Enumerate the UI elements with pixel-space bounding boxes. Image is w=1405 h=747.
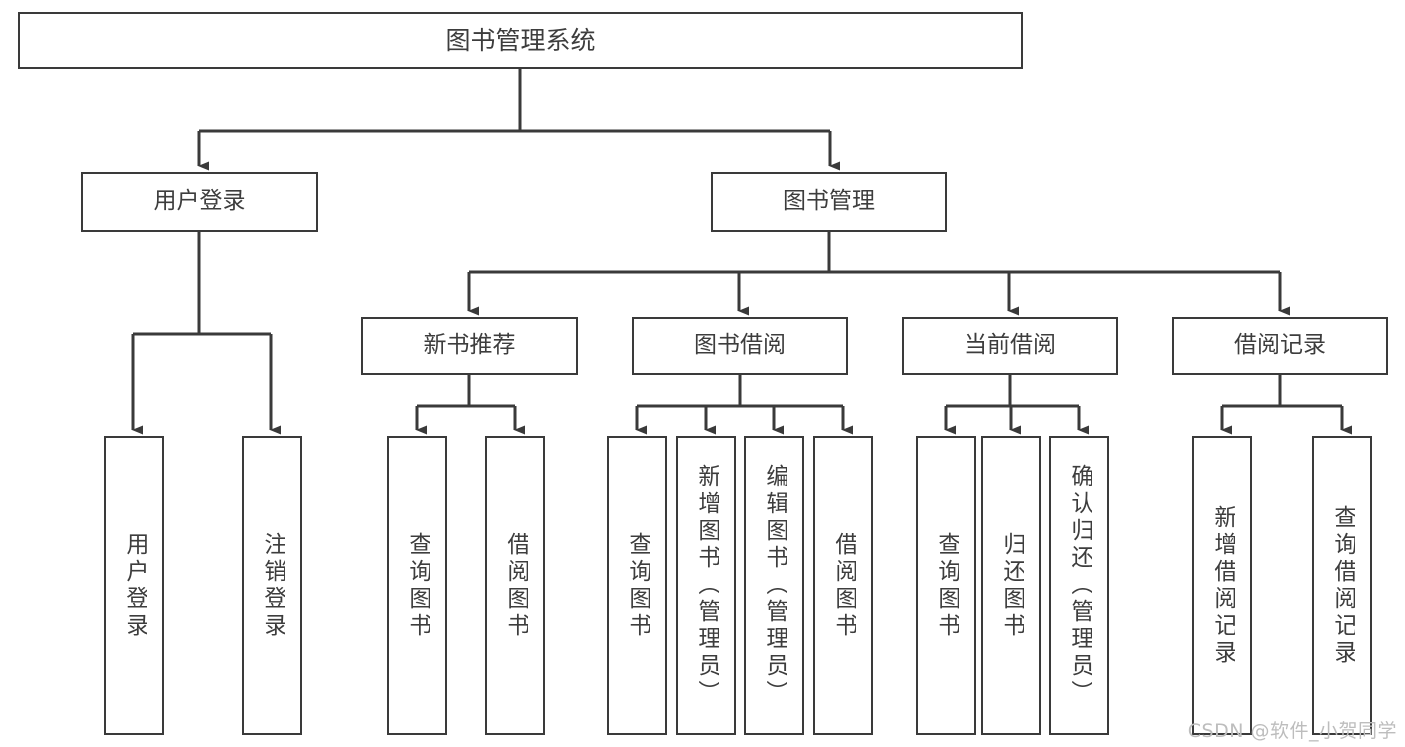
node-leaf-borrow-book-2-label: 借阅图书 [830,531,856,640]
node-borrow-record-label: 借阅记录 [1234,332,1326,359]
node-leaf-confirm-return[interactable]: 确认归还（管理员） [1049,436,1109,735]
node-current-borrow[interactable]: 当前借阅 [902,317,1118,375]
node-current-borrow-label: 当前借阅 [964,332,1056,359]
node-leaf-query-book-3-label: 查询图书 [933,531,959,640]
node-leaf-query-book-1-label: 查询图书 [404,531,430,640]
node-leaf-confirm-return-label: 确认归还（管理员） [1066,464,1092,707]
node-new-book-recommend[interactable]: 新书推荐 [361,317,578,375]
node-leaf-return-book-label: 归还图书 [998,531,1024,640]
node-leaf-query-book-1[interactable]: 查询图书 [387,436,447,735]
node-leaf-edit-book-label: 编辑图书（管理员） [761,464,787,707]
node-user-login[interactable]: 用户登录 [81,172,318,232]
node-leaf-query-book-3[interactable]: 查询图书 [916,436,976,735]
node-leaf-edit-book[interactable]: 编辑图书（管理员） [744,436,804,735]
node-root-label: 图书管理系统 [445,25,596,55]
node-leaf-add-book-label: 新增图书（管理员） [693,464,719,707]
node-leaf-add-record-label: 新增借阅记录 [1209,504,1235,667]
node-user-login-label: 用户登录 [153,188,246,215]
node-leaf-borrow-book-2[interactable]: 借阅图书 [813,436,873,735]
node-leaf-query-book-2[interactable]: 查询图书 [607,436,667,735]
node-leaf-user-logout[interactable]: 注销登录 [242,436,302,735]
node-leaf-query-record-label: 查询借阅记录 [1329,504,1355,667]
node-borrow-record[interactable]: 借阅记录 [1172,317,1388,375]
node-leaf-borrow-book-1-label: 借阅图书 [502,531,528,640]
node-leaf-user-logout-label: 注销登录 [259,531,285,640]
node-book-borrow[interactable]: 图书借阅 [632,317,848,375]
watermark-csdn: CSDN @软件_小贺同学 [1187,720,1397,742]
node-leaf-user-login[interactable]: 用户登录 [104,436,164,735]
node-new-book-recommend-label: 新书推荐 [423,332,516,359]
node-book-manage[interactable]: 图书管理 [711,172,947,232]
node-book-manage-label: 图书管理 [783,188,875,215]
node-leaf-query-book-2-label: 查询图书 [624,531,650,640]
node-leaf-borrow-book-1[interactable]: 借阅图书 [485,436,545,735]
node-leaf-add-book[interactable]: 新增图书（管理员） [676,436,736,735]
node-leaf-query-record[interactable]: 查询借阅记录 [1312,436,1372,735]
node-root[interactable]: 图书管理系统 [18,12,1023,69]
node-book-borrow-label: 图书借阅 [694,332,786,359]
node-leaf-add-record[interactable]: 新增借阅记录 [1192,436,1252,735]
node-leaf-return-book[interactable]: 归还图书 [981,436,1041,735]
node-leaf-user-login-label: 用户登录 [121,531,147,640]
